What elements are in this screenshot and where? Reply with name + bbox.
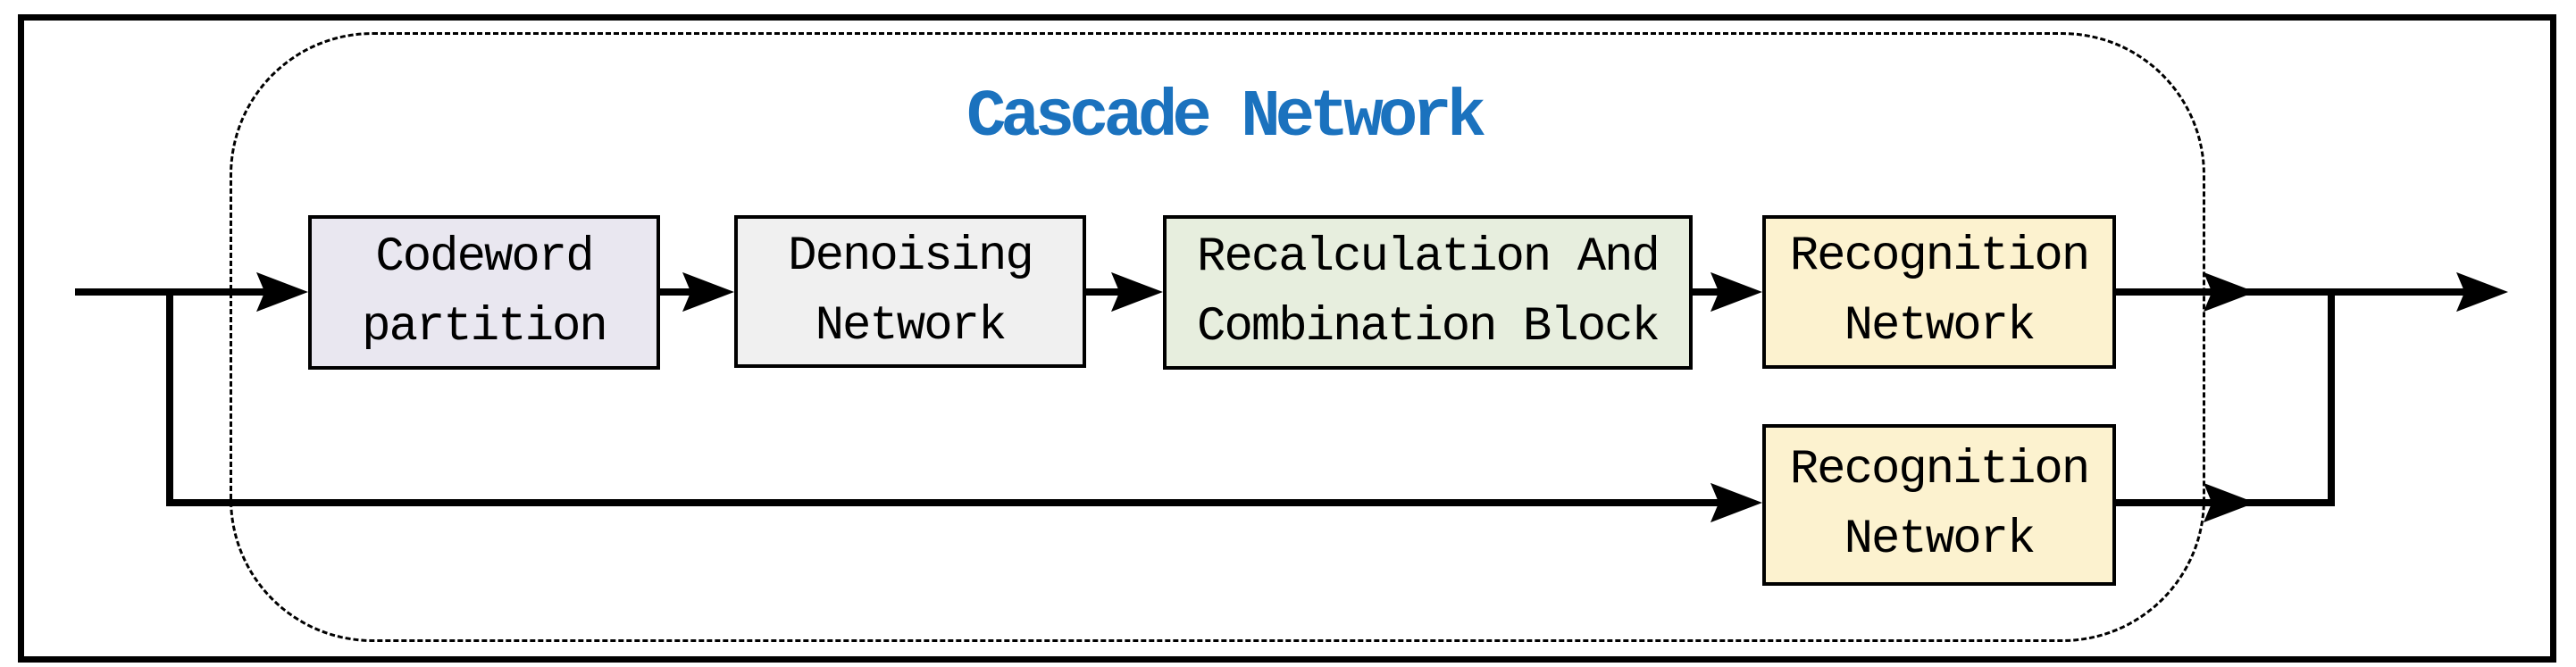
branch-line-vertical [166,288,173,506]
block-label-line: Codeword [375,229,594,285]
block-label-line: Recalculation And [1197,229,1660,285]
block-recognition-network-bottom: Recognition Network [1762,424,2116,586]
block-label-line: partition [362,299,608,354]
output-line-top [2115,288,2465,296]
figure-title: Cascade Network [966,80,1486,155]
line-denoising-to-recalculation [1085,288,1121,296]
block-label-line: Network [1844,512,2037,567]
block-label-line: Recognition [1789,229,2090,284]
cascade-network-boundary [230,32,2205,642]
merge-line-vertical [2328,288,2335,506]
block-denoising-network: Denoising Network [734,215,1086,368]
block-label-line: Network [815,298,1008,354]
line-recalculation-to-recognition [1692,288,1719,296]
block-codeword-partition: Codeword partition [308,215,660,370]
line-codeword-to-denoising [659,288,692,296]
block-recognition-network-top: Recognition Network [1762,215,2116,369]
outer-frame [18,14,2556,663]
block-label-line: Combination Block [1197,299,1660,354]
block-label-line: Network [1844,299,2037,354]
block-label-line: Recognition [1789,442,2090,497]
block-recalculation-combination: Recalculation And Combination Block [1163,215,1693,370]
bypass-line [166,499,1719,506]
block-label-line: Denoising [788,229,1034,284]
